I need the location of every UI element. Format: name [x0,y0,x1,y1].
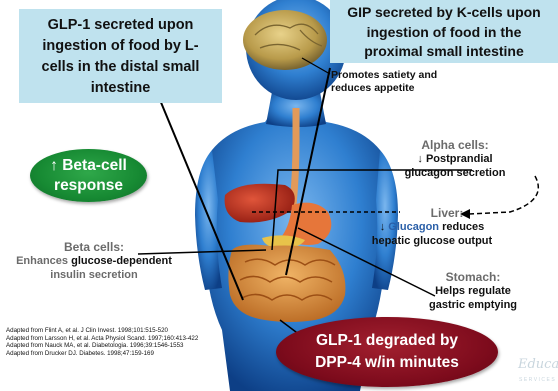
watermark-logo: Education [518,357,558,372]
esophagus-shape [293,108,296,205]
gip-callout-line1: GIP secreted by K-cells upon [330,3,558,23]
alpha-cells-line1: ↓ Postprandial [380,152,530,166]
gip-secretion-callout: GIP secreted by K-cells upon ingestion o… [330,0,558,63]
gip-callout-line2: ingestion of food in the [330,23,558,43]
beta-response-line2: response [30,176,147,196]
brain-effect-line1: Promotes satiety and [331,69,437,82]
liver-line1-rest: reduces [439,221,484,233]
liver-down-arrow: ↓ [380,221,386,233]
dpp4-line2: DPP-4 w/in minutes [276,352,498,374]
alpha-cells-title: Alpha cells: [380,138,530,152]
glp1-callout-line3: cells in the distal small [19,57,222,78]
watermark-sub: SERVICES [519,377,556,383]
dpp4-line1: GLP-1 degraded by [276,330,498,352]
gip-callout-line3: proximal small intestine [330,42,558,62]
brain-effect-label: Promotes satiety and reduces appetite [331,69,437,95]
stomach-line2: gastric emptying [415,298,531,312]
beta-cells-line2: insulin secretion [5,268,183,282]
alpha-cells-label: Alpha cells: ↓ Postprandial glucagon sec… [380,138,530,180]
liver-line2: hepatic glucose output [362,234,502,248]
liver-title: Liver: [392,206,502,220]
glp1-callout-line4: intestine [19,78,222,99]
brain-shape [243,10,327,70]
reference-1: Adapted from Flint A, et al. J Clin Inve… [6,327,198,335]
beta-cells-title: Beta cells: [5,240,183,254]
dpp4-degradation-badge: GLP-1 degraded by DPP-4 w/in minutes [276,317,498,387]
beta-cells-line1-pre: Enhances [16,255,71,267]
beta-response-line1: ↑ Beta-cell [30,156,147,176]
brain-effect-line2: reduces appetite [331,82,437,95]
reference-3: Adapted from Nauck MA, et al. Diabetolog… [6,342,198,350]
intestines-shape [228,245,345,322]
glp1-callout-line1: GLP-1 secreted upon [19,15,222,36]
liver-label: Liver: ↓ Glucagon reduces hepatic glucos… [362,206,502,248]
references-block: Adapted from Flint A, et al. J Clin Inve… [6,327,198,357]
stomach-label: Stomach: Helps regulate gastric emptying [415,270,531,312]
glp1-secretion-callout: GLP-1 secreted upon ingestion of food by… [19,9,222,103]
beta-cells-label: Beta cells: Enhances glucose-dependent i… [5,240,183,282]
reference-2: Adapted from Larsson H, et al. Acta Phys… [6,335,198,343]
stomach-line1: Helps regulate [415,284,531,298]
stomach-title: Stomach: [415,270,531,284]
beta-cells-line1-bold: glucose-dependent [71,255,172,267]
liver-glucagon-word: Glucagon [388,221,439,233]
reference-4: Adapted from Drucker DJ. Diabetes. 1998;… [6,350,198,358]
beta-cell-response-badge: ↑ Beta-cell response [30,149,147,202]
alpha-cells-line2: glucagon secretion [380,166,530,180]
glp1-callout-line2: ingestion of food by L- [19,36,222,57]
